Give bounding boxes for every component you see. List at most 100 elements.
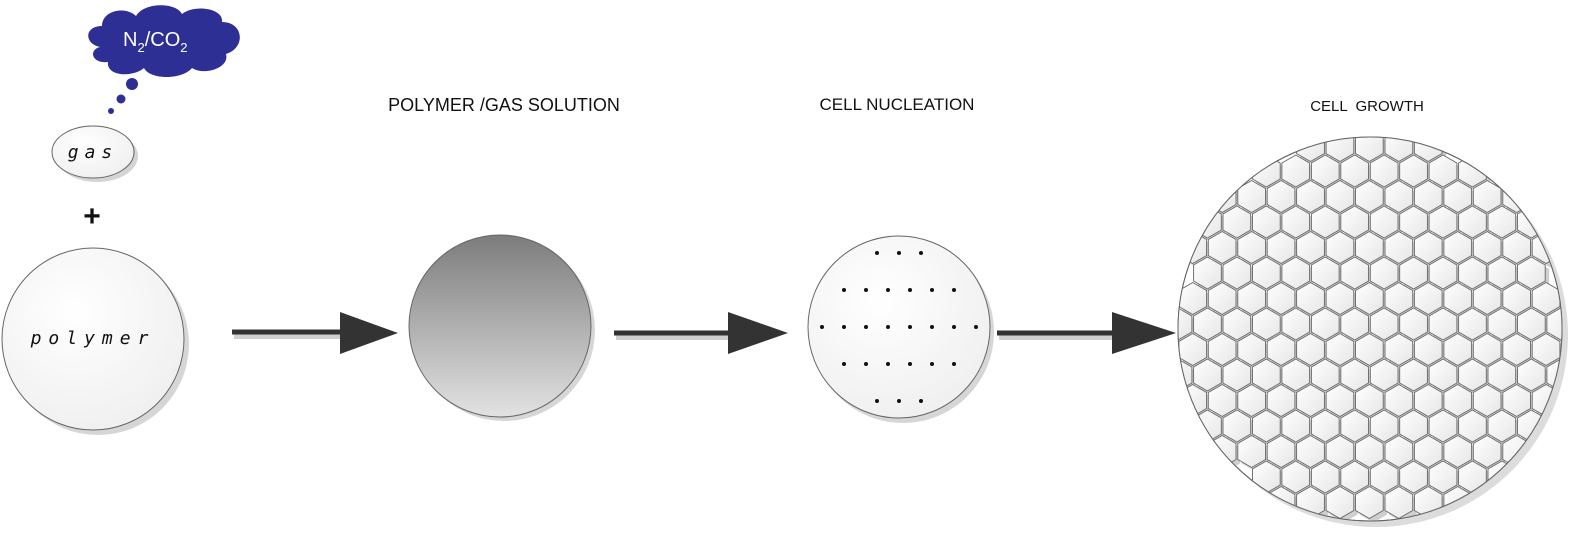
growth-cell xyxy=(1252,307,1281,341)
growth-cell xyxy=(1207,383,1237,418)
nucleation-dot xyxy=(908,288,912,292)
nucleation-dot xyxy=(930,288,934,292)
growth-cell xyxy=(1222,256,1252,290)
nucleation-title: CELL NUCLEATION xyxy=(820,95,975,114)
growth-cell xyxy=(1310,409,1340,443)
growth-cell xyxy=(1413,383,1443,418)
growth-cell xyxy=(1310,307,1340,341)
growth-cell xyxy=(1237,332,1266,367)
growth-cell xyxy=(1178,307,1193,341)
growth-cell xyxy=(1222,409,1252,443)
growth-cell xyxy=(1266,383,1296,418)
nucleation-dot xyxy=(974,325,978,329)
nucleation-dot xyxy=(919,399,923,403)
growth-cell xyxy=(1296,281,1325,316)
growth-cell xyxy=(1443,434,1473,469)
gas-label: gas xyxy=(68,142,119,163)
growth-cell xyxy=(1428,256,1458,290)
growth-cell xyxy=(1281,409,1311,443)
growth-cell xyxy=(1369,205,1399,239)
growth-cell xyxy=(1399,307,1428,341)
cell-growth-circle xyxy=(1177,136,1568,527)
growth-cell xyxy=(1413,332,1443,367)
growth-cell xyxy=(1369,409,1399,443)
cloud-bubble-small xyxy=(108,108,114,114)
growth-cell xyxy=(1472,281,1502,316)
growth-cell xyxy=(1207,230,1237,265)
growth-cell xyxy=(1340,358,1369,392)
nucleation-dot xyxy=(864,288,868,292)
nucleation-dot xyxy=(842,288,846,292)
plus-sign: + xyxy=(83,200,101,233)
growth-cell xyxy=(1472,332,1502,367)
growth-cell xyxy=(1355,434,1384,469)
growth-cell xyxy=(1517,307,1546,341)
growth-cell xyxy=(1355,179,1384,214)
nucleation-dot xyxy=(952,362,956,366)
growth-cell xyxy=(1458,256,1487,290)
nucleation-dot xyxy=(864,362,868,366)
growth-cell xyxy=(1517,358,1546,392)
growth-cell xyxy=(1340,205,1369,239)
growth-cell xyxy=(1207,281,1237,316)
nucleation-dot xyxy=(908,362,912,366)
cloud-formula: N2/CO2 xyxy=(123,29,187,55)
growth-cell xyxy=(1325,332,1355,367)
growth-cell xyxy=(1340,154,1369,188)
growth-cell xyxy=(1207,332,1237,367)
growth-cell xyxy=(1355,281,1384,316)
nucleation-dot xyxy=(820,325,824,329)
arrow-to-growth xyxy=(997,312,1176,354)
growth-cell xyxy=(1310,256,1340,290)
cloud-shape xyxy=(88,5,240,77)
growth-cell xyxy=(1443,230,1473,265)
growth-cell xyxy=(1487,307,1517,341)
growth-cell xyxy=(1281,358,1311,392)
growth-cell xyxy=(1399,256,1428,290)
growth-cell xyxy=(1252,256,1281,290)
nucleation-dot xyxy=(897,399,901,403)
gas-bubble: gas xyxy=(51,125,138,182)
polymer-gas-solution-circle xyxy=(408,234,595,421)
nucleation-dot xyxy=(952,325,956,329)
growth-cell xyxy=(1458,358,1487,392)
nucleation-dot xyxy=(919,251,923,255)
polymer-label: polymer xyxy=(30,328,156,349)
growth-cell xyxy=(1413,230,1443,265)
growth-cell xyxy=(1266,434,1296,469)
growth-cell xyxy=(1458,409,1487,443)
growth-cell xyxy=(1340,307,1369,341)
growth-cell xyxy=(1487,409,1517,443)
growth-cell xyxy=(1325,434,1355,469)
growth-cell xyxy=(1546,307,1562,341)
growth-cell xyxy=(1384,179,1414,214)
growth-cell xyxy=(1193,256,1222,290)
growth-cell xyxy=(1413,434,1443,469)
nucleation-dot xyxy=(952,288,956,292)
arrow-to-nucleation xyxy=(614,312,788,354)
growth-cell xyxy=(1384,230,1414,265)
growth-cell xyxy=(1428,409,1458,443)
growth-cell xyxy=(1193,358,1222,392)
growth-cell xyxy=(1472,230,1502,265)
growth-cell xyxy=(1472,383,1502,418)
nucleation-dot xyxy=(875,251,879,255)
growth-cell xyxy=(1281,154,1311,188)
growth-cell xyxy=(1369,307,1399,341)
growth-cell xyxy=(1458,205,1487,239)
cell-nucleation-circle xyxy=(807,235,994,423)
growth-cell xyxy=(1325,230,1355,265)
growth-cell xyxy=(1355,332,1384,367)
growth-cell xyxy=(1310,205,1340,239)
growth-cell xyxy=(1325,179,1355,214)
growth-title: CELL GROWTH xyxy=(1310,98,1424,115)
growth-cell xyxy=(1296,383,1325,418)
growth-cell xyxy=(1237,281,1266,316)
growth-cell xyxy=(1399,205,1428,239)
nucleation-dot xyxy=(864,325,868,329)
nucleation-dot xyxy=(842,362,846,366)
growth-cell xyxy=(1428,154,1458,188)
growth-cell xyxy=(1369,358,1399,392)
growth-cell xyxy=(1266,179,1296,214)
